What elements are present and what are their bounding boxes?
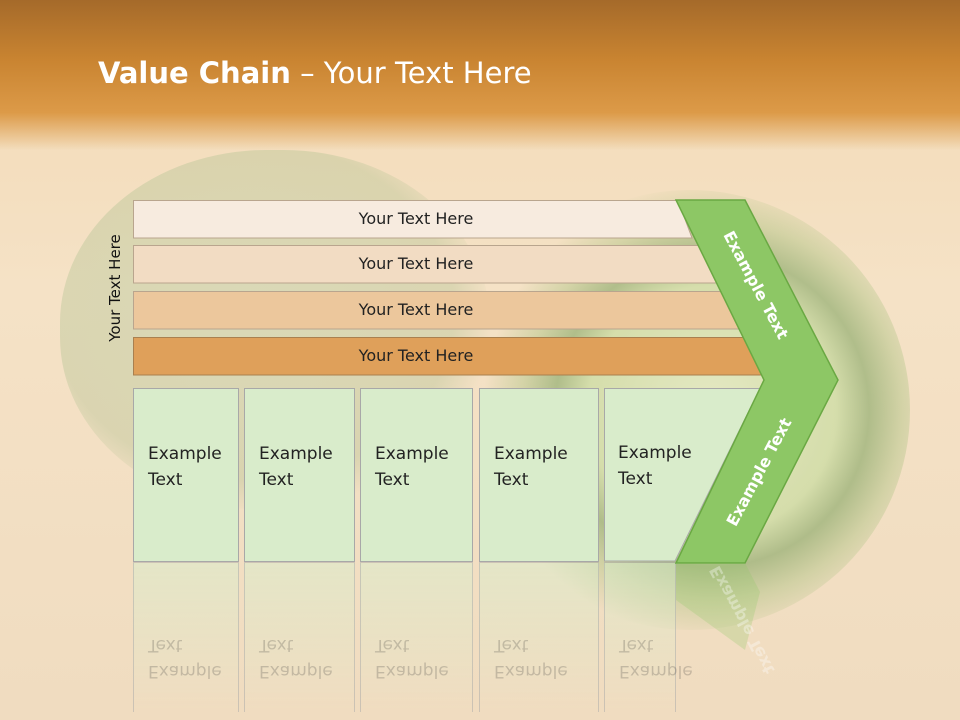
box-3-line1: Example bbox=[375, 444, 449, 464]
box-2-line1: Example bbox=[259, 444, 333, 464]
title-bold: Value Chain bbox=[98, 56, 291, 90]
chevron-shape bbox=[674, 199, 839, 564]
bar-1-label: Your Text Here bbox=[358, 209, 474, 228]
box-2-line2: Text bbox=[259, 470, 294, 490]
box-5-line1: Example bbox=[618, 443, 692, 463]
header-band bbox=[0, 0, 960, 150]
bar-1[interactable]: Your Text Here bbox=[133, 200, 693, 239]
chevron-reflection bbox=[676, 563, 760, 650]
bar-4-label: Your Text Here bbox=[358, 346, 474, 365]
slide-title[interactable]: Value Chain – Your Text Here bbox=[98, 56, 532, 90]
box-1-line1: Example bbox=[148, 444, 222, 464]
bar-2-label: Your Text Here bbox=[358, 254, 474, 273]
bar-3-label: Your Text Here bbox=[358, 300, 474, 319]
bar-4[interactable]: Your Text Here bbox=[133, 337, 765, 376]
box-3-line2: Text bbox=[375, 470, 410, 490]
box-5-line2: Text bbox=[618, 469, 653, 489]
box-4-line2: Text bbox=[494, 470, 529, 490]
box-4-line1: Example bbox=[494, 444, 568, 464]
box-5-shape bbox=[604, 388, 761, 562]
title-rest: – Your Text Here bbox=[290, 56, 532, 90]
bar-1-shape bbox=[133, 200, 693, 239]
box-1-line2: Text bbox=[148, 470, 183, 490]
